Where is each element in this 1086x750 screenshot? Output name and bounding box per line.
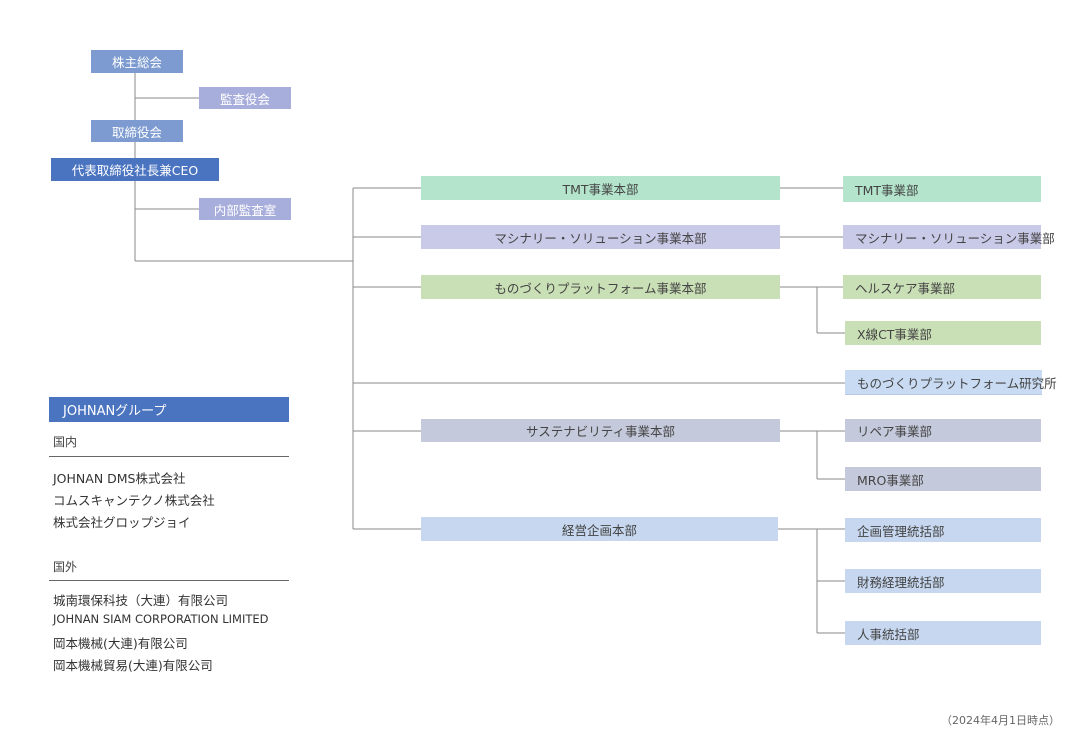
monozukuri-lab-box: ものづくりプラットフォーム研究所 — [845, 370, 1057, 395]
as-of-date: （2024年4月1日時点） — [941, 714, 1060, 727]
machinery-hq-box: マシナリー・ソリューション事業本部 — [421, 225, 780, 249]
monozukuri-hq-box: ものづくりプラットフォーム事業本部 — [421, 275, 780, 299]
finance-accounting-box: 財務経理統括部 — [845, 569, 1041, 593]
sustainability-hq-box: サステナビリティ事業本部 — [421, 419, 780, 442]
internal-audit-box: 内部監査室 — [199, 198, 291, 220]
domestic-divider — [49, 456, 289, 457]
xray-ct-division-box: X線CT事業部 — [845, 321, 1041, 345]
overseas-company: JOHNAN SIAM CORPORATION LIMITED — [53, 612, 269, 626]
domestic-company: 株式会社グロップジョイ — [53, 515, 191, 530]
group-title: JOHNANグループ — [49, 397, 289, 422]
planning-management-box: 企画管理統括部 — [845, 518, 1041, 542]
mro-division-box: MRO事業部 — [845, 467, 1041, 491]
domestic-company: JOHNAN DMS株式会社 — [53, 471, 186, 486]
human-resources-box: 人事統括部 — [845, 621, 1041, 645]
audit-board-box: 監査役会 — [199, 87, 291, 109]
overseas-company: 岡本機械(大連)有限公司 — [53, 636, 188, 651]
ceo-box: 代表取締役社長兼CEO — [51, 158, 219, 181]
healthcare-division-box: ヘルスケア事業部 — [843, 275, 1041, 299]
domestic-label: 国内 — [53, 435, 78, 449]
overseas-label: 国外 — [53, 560, 78, 574]
tmt-hq-box: TMT事業本部 — [421, 176, 780, 200]
domestic-company: コムスキャンテクノ株式会社 — [53, 493, 215, 508]
planning-hq-box: 経営企画本部 — [421, 517, 778, 541]
overseas-company: 岡本機械貿易(大連)有限公司 — [53, 658, 213, 673]
overseas-divider — [49, 580, 289, 581]
machinery-division-box: マシナリー・ソリューション事業部 — [843, 225, 1055, 249]
board-of-directors-box: 取締役会 — [91, 120, 183, 142]
overseas-company: 城南環保科技（大連）有限公司 — [53, 593, 229, 608]
shareholders-meeting-box: 株主総会 — [91, 50, 183, 73]
repair-division-box: リペア事業部 — [845, 419, 1041, 442]
tmt-division-box: TMT事業部 — [843, 176, 1041, 202]
